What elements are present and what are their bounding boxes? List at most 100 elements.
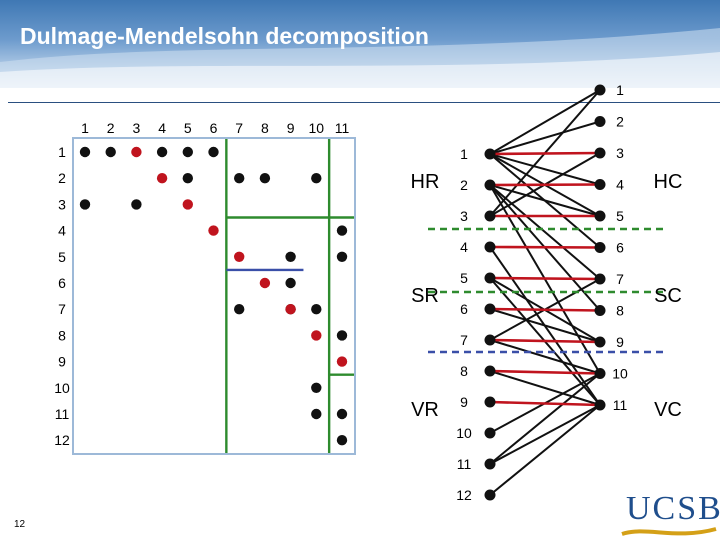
ucsb-logo-text: UCSB — [626, 490, 720, 527]
graph-edge — [489, 308, 601, 343]
matrix-col-label: 6 — [210, 120, 218, 136]
matrix-col-label: 8 — [261, 120, 269, 136]
matching-edge — [489, 338, 601, 344]
col-node-label: 3 — [616, 145, 624, 161]
graph-edge — [489, 372, 601, 465]
matching-edge — [489, 276, 601, 281]
matrix-nonzero-red — [131, 146, 142, 158]
col-node-label: 6 — [616, 240, 624, 256]
matrix-nonzero-red — [259, 277, 271, 289]
row-node — [484, 365, 496, 377]
col-node-label: 10 — [612, 366, 628, 382]
col-node — [594, 179, 606, 190]
matrix-row-label: 11 — [55, 406, 70, 422]
col-node-label: 11 — [613, 397, 628, 413]
matrix-nonzero-black — [336, 330, 348, 341]
row-node — [484, 396, 496, 408]
matching-edge — [489, 369, 601, 375]
matrix-row-label: 8 — [58, 327, 66, 343]
slide-title: Dulmage-Mendelsohn decomposition — [20, 23, 429, 49]
row-node — [484, 458, 496, 470]
ucsb-logo: UCSB — [616, 490, 720, 540]
matrix-nonzero-red — [336, 356, 348, 367]
graph-edge — [489, 339, 601, 375]
row-node — [484, 179, 496, 191]
row-node — [484, 303, 496, 315]
matrix-nonzero-black — [285, 277, 296, 289]
col-node — [594, 368, 606, 379]
col-node-label: 4 — [616, 177, 624, 193]
graph-edge — [489, 184, 601, 217]
graph-edge — [489, 89, 601, 155]
row-node — [484, 427, 496, 439]
matrix-nonzero-black — [234, 304, 245, 315]
col-node — [594, 84, 606, 96]
row-node-label: 9 — [460, 394, 468, 410]
col-node-label: 2 — [616, 114, 624, 130]
col-node-label: 9 — [616, 334, 624, 350]
slide-header: Dulmage-Mendelsohn decomposition — [0, 0, 720, 88]
matrix-row-label: 2 — [58, 170, 66, 186]
matrix-row-label: 10 — [54, 380, 70, 396]
matrix-nonzero-black — [234, 173, 245, 184]
col-node — [594, 336, 606, 348]
matrix-border — [72, 137, 356, 455]
matrix-col-label: 11 — [335, 120, 350, 136]
col-node — [594, 273, 606, 285]
row-node-label: 6 — [460, 301, 468, 317]
matrix-nonzero-red — [311, 330, 322, 341]
graph-edge — [489, 404, 601, 465]
matrix-row-label: 5 — [58, 249, 66, 265]
graph-edge — [489, 404, 601, 496]
matrix-nonzero-black — [208, 146, 219, 158]
graph-edge — [489, 184, 601, 280]
row-node-label: 11 — [457, 456, 472, 472]
matrix-row-label: 4 — [58, 223, 66, 239]
col-node-label: 1 — [616, 82, 624, 98]
row-node-label: 2 — [460, 177, 468, 193]
partition-label-left: HR — [411, 171, 440, 193]
col-node — [594, 116, 606, 127]
matrix-nonzero-red — [156, 173, 168, 184]
row-node — [484, 148, 496, 160]
page-number: 12 — [14, 519, 26, 530]
matrix-nonzero-black — [336, 251, 348, 262]
matrix-nonzero-black — [311, 408, 322, 420]
partition-label-right: VC — [654, 399, 682, 421]
matrix-col-label: 9 — [287, 120, 295, 136]
matching-edge — [489, 245, 601, 249]
matching-edge — [489, 307, 601, 312]
row-node-label: 4 — [460, 239, 468, 255]
col-node-label: 5 — [616, 208, 624, 224]
block-boundaries — [225, 139, 354, 453]
matrix-nonzero-black — [336, 435, 348, 446]
matrix-nonzero-black — [131, 199, 142, 210]
matrix-nonzero-red — [182, 199, 193, 210]
col-node — [594, 305, 606, 316]
matrix-row-label: 3 — [58, 196, 66, 212]
row-node-label: 7 — [460, 332, 468, 348]
row-node — [484, 489, 496, 501]
col-node — [594, 147, 606, 159]
matrix-col-label: 1 — [81, 120, 89, 136]
matrix-col-label: 7 — [235, 120, 243, 136]
matching-edge — [489, 151, 601, 156]
matrix-row-label: 1 — [58, 144, 66, 160]
partition-label-left: VR — [411, 399, 439, 421]
row-node-label: 5 — [460, 270, 468, 286]
row-node-label: 8 — [460, 363, 468, 379]
row-node-label: 1 — [460, 146, 468, 162]
matrix-nonzero-black — [336, 408, 348, 420]
matrix-nonzero-black — [311, 173, 322, 184]
matrix-nonzero-black — [156, 146, 168, 158]
matching-edge — [489, 183, 601, 187]
matrix-nonzero-black — [259, 173, 271, 184]
graph-edge — [489, 120, 601, 155]
col-node — [594, 242, 606, 253]
col-node — [594, 399, 606, 411]
graph-edge — [489, 153, 601, 186]
matrix-nonzeros — [79, 146, 348, 446]
